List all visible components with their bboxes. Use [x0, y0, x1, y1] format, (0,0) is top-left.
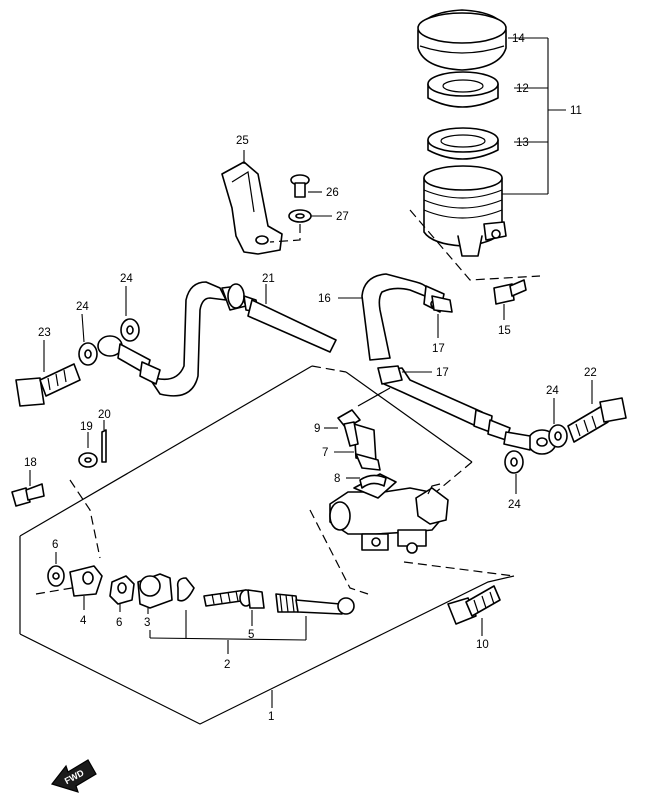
bolt-10	[447, 585, 501, 636]
reservoir-diaphragm	[427, 127, 499, 160]
callout-3: 3	[144, 617, 150, 629]
callout-20: 20	[98, 409, 111, 421]
callout-19: 19	[80, 421, 93, 433]
callout-9: 9	[314, 423, 320, 435]
callout-13: 13	[516, 137, 529, 149]
assembly-outline-1	[19, 365, 515, 725]
pin-20	[101, 420, 107, 463]
callout-17b: 17	[436, 367, 449, 379]
bolt-18	[11, 470, 45, 507]
clamp-17-mid	[377, 365, 432, 385]
fwd-arrow-icon: FWD	[50, 759, 97, 793]
callout-5: 5	[248, 629, 254, 641]
clevis-4	[69, 565, 103, 610]
guide-dash-left	[35, 479, 101, 595]
bracket-25	[221, 150, 283, 255]
master-cylinder-body	[329, 473, 449, 554]
bracket-2	[149, 610, 307, 654]
reservoir-tank	[423, 165, 507, 257]
callout-14: 14	[512, 33, 525, 45]
clip-8	[346, 474, 387, 489]
reservoir-cap	[417, 9, 507, 71]
callout-26: 26	[326, 187, 339, 199]
callout-21: 21	[262, 273, 275, 285]
washer-27	[269, 209, 332, 243]
clamp-17-top	[431, 295, 453, 338]
boot-3	[137, 573, 173, 614]
callout-15: 15	[498, 325, 511, 337]
callout-24a: 24	[120, 273, 133, 285]
circlip	[176, 577, 195, 602]
callout-27: 27	[336, 211, 349, 223]
union-bolt-22	[567, 380, 627, 443]
nut-6-right	[109, 575, 135, 612]
hose-21	[147, 281, 337, 397]
callout-11: 11	[570, 105, 582, 117]
callout-24c: 24	[546, 385, 559, 397]
washer-24-left-b	[120, 286, 140, 342]
callout-22: 22	[584, 367, 597, 379]
screw-15	[493, 279, 527, 320]
callout-2: 2	[224, 659, 230, 671]
callout-4: 4	[80, 615, 87, 627]
callout-6a: 6	[52, 539, 58, 551]
reservoir-bracket-dash	[409, 209, 541, 281]
callout-17a: 17	[432, 343, 445, 355]
washer-24-right-top	[548, 398, 568, 448]
hose-16	[338, 273, 445, 361]
callout-8: 8	[334, 473, 340, 485]
pushrod-fitting-7	[334, 423, 381, 471]
callout-16: 16	[318, 293, 331, 305]
callout-18: 18	[24, 457, 37, 469]
callout-7: 7	[322, 447, 328, 459]
callout-25: 25	[236, 135, 249, 147]
washer-24-left-a	[78, 313, 98, 366]
callout-12: 12	[516, 83, 529, 95]
piston-5	[203, 589, 355, 626]
callout-10: 10	[476, 639, 489, 651]
bracket-11	[502, 37, 566, 195]
washer-24-right-bottom	[504, 450, 524, 494]
reservoir-plate	[427, 71, 499, 108]
line-to-17	[357, 387, 391, 407]
callout-24b: 24	[76, 301, 89, 313]
washer-6-left	[47, 552, 65, 587]
hose-right	[379, 367, 557, 455]
callout-6b: 6	[116, 617, 122, 629]
nut-19	[78, 432, 98, 468]
screw-26	[290, 174, 322, 198]
hose-fitting-left	[97, 335, 161, 385]
bolt-9	[324, 409, 361, 447]
union-bolt-23	[15, 340, 81, 407]
callout-24d: 24	[508, 499, 521, 511]
callout-1: 1	[268, 711, 274, 723]
callout-23: 23	[38, 327, 51, 339]
